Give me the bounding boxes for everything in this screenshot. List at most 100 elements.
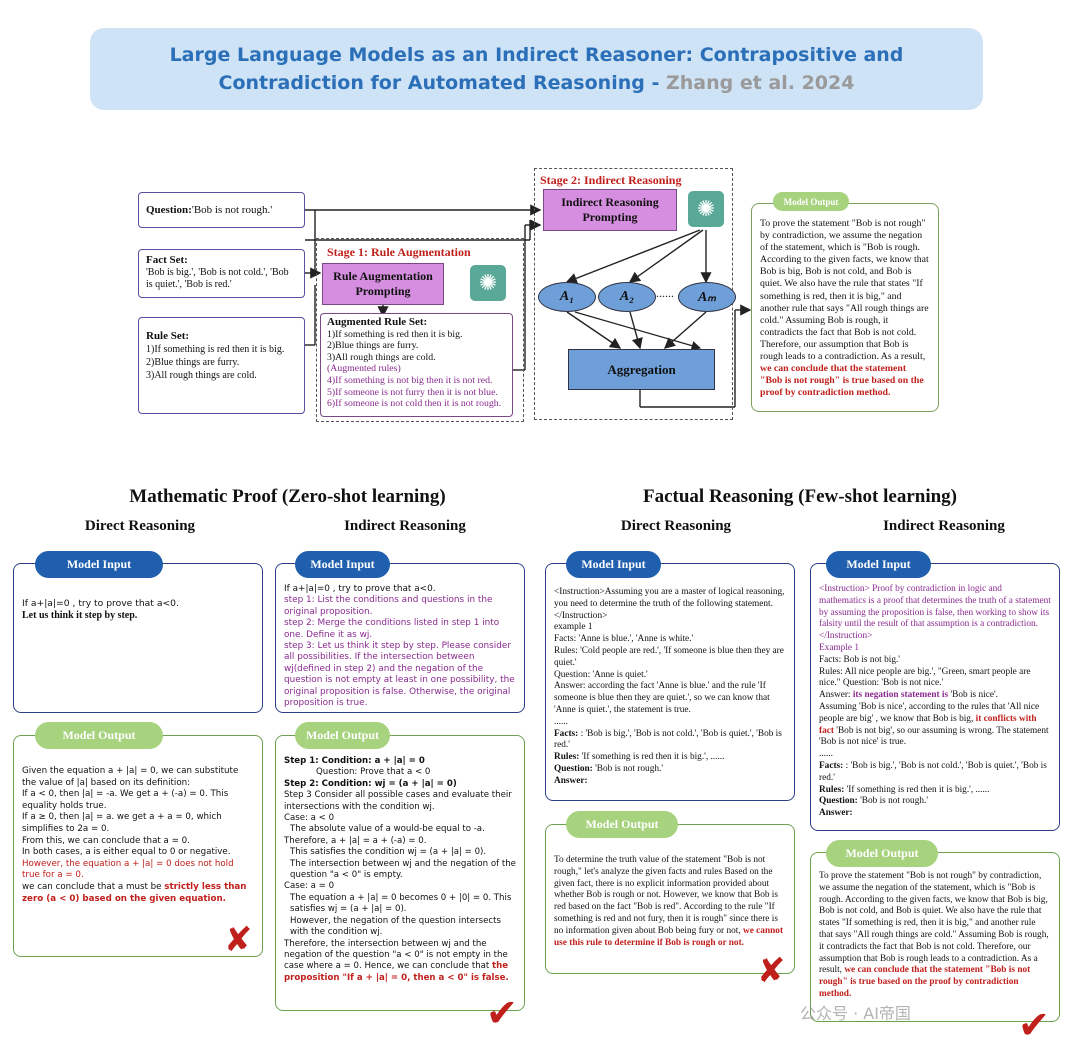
model-output-conclusion: we can conclude that the statement "Bob … — [760, 363, 924, 399]
question-label: Question: — [146, 203, 192, 216]
model-output-pill: Model Output — [773, 192, 849, 211]
facts-label: Facts: — [819, 760, 844, 771]
title-line-2: Contradiction for Automated Reasoning - … — [219, 69, 855, 97]
math-indirect-output-red: the proposition "If a + |a| = 0, then a … — [284, 961, 509, 983]
fact-direct-input-line: Rules: 'Cold people are red.', 'If someo… — [554, 645, 784, 668]
augmented-item: 3)All rough things are cold. — [327, 351, 436, 363]
math-indirect-output-line: Step 3 Consider all possible cases and e… — [284, 790, 512, 812]
augmented-note: (Augmented rules) — [327, 363, 401, 375]
fact-indirect-input: <Instruction> Proof by contradiction in … — [810, 563, 1060, 831]
augmented-new-item: 5)If someone is not furry then it is not… — [327, 386, 498, 398]
math-indirect-step: step 2: Merge the conditions listed in s… — [284, 618, 500, 640]
math-indirect-label: Indirect Reasoning — [344, 518, 466, 534]
fact-direct-rules: Rules: 'If something is red then it is b… — [554, 752, 786, 764]
fact-direct-question: Question: 'Bob is not rough.' — [554, 764, 786, 776]
assume-text: Assuming 'Bob is nice', according to the… — [819, 701, 1040, 724]
math-indirect-output-line: The intersection between wj and the nega… — [290, 858, 516, 881]
model-input-pill: Model Input — [35, 551, 163, 578]
fact-indirect-output: To prove the statement "Bob is not rough… — [810, 852, 1060, 1022]
math-indirect-output-line: Therefore, the intersection between wj a… — [284, 938, 508, 972]
question-box: Question: 'Bob is not rough.' — [138, 192, 305, 228]
question-value: 'Bob is not rough.' — [592, 763, 663, 774]
title-line-2-text: Contradiction for Automated Reasoning - — [218, 72, 666, 94]
fact-direct-label: Direct Reasoning — [620, 518, 732, 534]
fact-direct-input-line: Facts: 'Anne is blue.', 'Anne is white.' — [554, 634, 694, 645]
answer-2: A₂ — [598, 282, 656, 312]
augmented-rule-set-box: Augmented Rule Set: 1)If something is re… — [320, 313, 513, 417]
math-indirect-intro: If a+|a|=0 , try to prove that a<0. — [284, 584, 436, 594]
fact-direct-output: To determine the truth value of the stat… — [545, 824, 795, 974]
fact-indirect-input-line: Example 1 — [819, 642, 860, 653]
fact-direct-instruction: <Instruction>Assuming you are a master o… — [554, 587, 785, 621]
fact-indirect-input-line: Rules: All nice people are big.', "Green… — [819, 666, 1031, 689]
chatgpt-icon: ✺ — [688, 191, 724, 227]
math-direct-output-conclusion: we can conclude that a must be strictly … — [22, 882, 254, 905]
augmented-item: 1)If something is red then it is big. — [327, 328, 463, 340]
fact-indirect-question: Question: 'Bob is not rough.' — [819, 796, 1051, 808]
math-indirect-output-line: Case: a < 0 — [284, 813, 335, 824]
fact-set-label: Fact Set: — [146, 254, 188, 266]
fact-indirect-answer: Answer: its negation statement is 'Bob i… — [819, 690, 1051, 702]
facts-value: : 'Bob is big.', 'Bob is not cold.', 'Bo… — [819, 760, 1047, 783]
fact-indirect-input-line: Facts: Bob is not big.' — [819, 654, 900, 665]
wrong-mark-icon: ✘ — [224, 920, 253, 960]
model-input-pill: Model Input — [826, 551, 931, 578]
augmented-new-item: 4)If something is not big then it is not… — [327, 374, 493, 386]
math-indirect-output-line: This satisfies the condition wj = (a + |… — [290, 847, 487, 858]
assume-tail: 'Bob is not big', so our assuming is wro… — [819, 725, 1049, 748]
math-indirect-output-line: However, the negation of the question in… — [290, 915, 501, 938]
math-direct-output-tail: we can conclude that a must be — [22, 881, 165, 892]
model-output-pill: Model Output — [566, 811, 678, 838]
fact-direct-input-line: example 1 — [554, 622, 593, 633]
math-heading: Mathematic Proof (Zero-shot learning) — [129, 486, 446, 507]
math-direct-output: Given the equation a + |a| = 0, we can s… — [13, 735, 263, 957]
fact-direct-facts: Facts: : 'Bob is big.', 'Bob is not cold… — [554, 729, 786, 753]
math-direct-output-red: However, the equation a + |a| = 0 does n… — [22, 858, 234, 881]
fact-indirect-instruction: <Instruction> Proof by contradiction in … — [819, 584, 1051, 642]
answer-label: Answer: — [554, 775, 588, 786]
question-text: 'Bob is not rough.' — [191, 203, 273, 216]
wrong-mark-icon: ✘ — [757, 951, 786, 991]
question-value: 'Bob is not rough.' — [857, 796, 928, 807]
chatgpt-icon: ✺ — [470, 265, 506, 301]
answer-suffix: 'Bob is nice'. — [948, 690, 998, 701]
question-label: Question: — [819, 796, 858, 807]
math-direct-output-line: Given the equation a + |a| = 0, we can s… — [22, 766, 239, 788]
model-input-pill: Model Input — [566, 551, 661, 578]
answer-m: Aₘ — [678, 282, 736, 312]
answer-1: A₁ — [538, 282, 596, 312]
title-author: Zhang et al. 2024 — [665, 72, 855, 94]
math-direct-output-line: In both cases, a is either equal to 0 or… — [22, 847, 231, 858]
math-indirect-output: Step 1: Condition: a + |a| = 0 Question:… — [275, 735, 525, 1011]
math-indirect-output-line: The equation a + |a| = 0 becomes 0 + |0|… — [290, 892, 512, 915]
title-banner: Large Language Models as an Indirect Rea… — [90, 28, 983, 110]
math-direct-output-line: From this, we can conclude that a = 0. — [22, 835, 190, 846]
correct-mark-icon: ✔ — [1018, 1003, 1050, 1047]
question-label: Question: — [554, 763, 593, 774]
math-indirect-step: step 1: List the conditions and question… — [284, 595, 493, 617]
indirect-reasoning-prompting: Indirect Reasoning Prompting — [543, 189, 677, 231]
fact-indirect-assume: Assuming 'Bob is nice', according to the… — [819, 702, 1051, 749]
math-indirect-output-line: Step 1: Condition: a + |a| = 0 — [284, 756, 425, 766]
augmented-item: 2)Blue things are furry. — [327, 340, 419, 352]
math-direct-output-line: If a ≥ 0, then |a| = a. we get a + a = 0… — [22, 812, 222, 834]
augmented-new-item: 6)If someone is not cold then it is not … — [327, 398, 502, 410]
math-indirect-step: step 3: Let us think it step by step. Pl… — [284, 641, 515, 709]
fact-indirect-dots: ...... — [819, 749, 833, 760]
math-direct-label: Direct Reasoning — [84, 518, 196, 534]
diagram-arrows — [305, 204, 752, 408]
math-direct-input: If a+|a|=0 , try to prove that a<0. Let … — [13, 563, 263, 713]
fact-direct-input-line: ...... — [554, 716, 568, 727]
math-direct-output-line: If a < 0, then |a| = -a. We get a + (-a)… — [22, 789, 229, 811]
fact-direct-input-line: Answer: according the fact 'Anne is blue… — [554, 681, 770, 715]
math-indirect-input: If a+|a|=0 , try to prove that a<0. step… — [275, 563, 525, 713]
fact-direct-input-line: Question: 'Anne is quiet.' — [554, 669, 648, 680]
answer-dots: ...... — [656, 286, 674, 300]
answer-purple: its negation statement is — [852, 690, 949, 701]
stage1-title: Stage 1: Rule Augmentation — [327, 245, 471, 259]
answer-label: Answer: — [819, 808, 853, 819]
fact-set-text: 'Bob is big.', 'Bob is not cold.', 'Bob … — [146, 267, 289, 290]
rule-set-box: Rule Set: 1)If something is red then it … — [138, 317, 305, 414]
math-direct-input-line: If a+|a|=0 , try to prove that a<0. — [22, 598, 179, 609]
correct-mark-icon: ✔ — [486, 991, 518, 1035]
